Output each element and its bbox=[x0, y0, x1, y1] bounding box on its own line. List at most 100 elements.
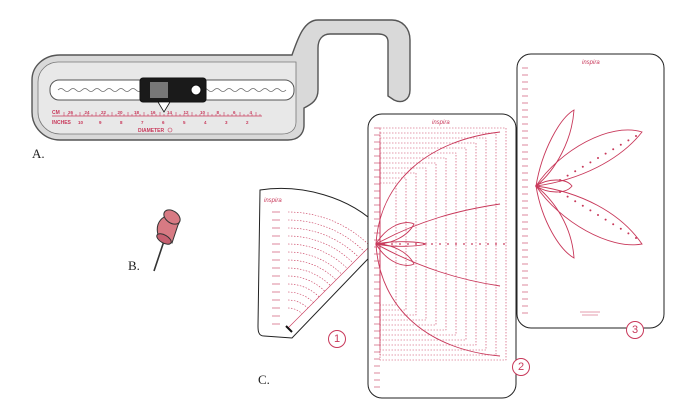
scale-dot bbox=[597, 214, 599, 216]
label-b: B. bbox=[128, 258, 140, 273]
scale-dot bbox=[399, 243, 401, 245]
label-a: A. bbox=[32, 146, 45, 161]
label-c: C. bbox=[258, 372, 270, 387]
scale-dot bbox=[574, 170, 577, 173]
template-3-rect: inspira bbox=[516, 53, 665, 329]
template-2-petal-arcs bbox=[375, 131, 501, 357]
scale-dot bbox=[604, 218, 607, 221]
scale-dot bbox=[503, 243, 505, 245]
scale-dot bbox=[471, 243, 473, 245]
scale-dot bbox=[423, 243, 425, 245]
template-3-petals bbox=[535, 109, 643, 259]
inch-tick-label: 2 bbox=[246, 120, 249, 125]
inch-tick-label: 5 bbox=[183, 120, 186, 125]
template-1-arc bbox=[287, 267, 331, 286]
cm-tick-label: 6 bbox=[233, 110, 236, 115]
push-pin-icon bbox=[153, 209, 181, 272]
scale-dot bbox=[566, 195, 569, 198]
scale-dot bbox=[487, 243, 489, 245]
scale-dot bbox=[559, 191, 561, 193]
template-1-arc bbox=[287, 211, 371, 247]
scale-dot bbox=[627, 139, 630, 142]
inch-tick-label: 3 bbox=[225, 120, 228, 125]
template-2-rect: inspira bbox=[367, 113, 517, 399]
pin-head bbox=[163, 209, 181, 225]
scale-dot bbox=[447, 243, 449, 245]
cutter-slider-window bbox=[150, 82, 168, 98]
scale-dot bbox=[559, 179, 561, 181]
cm-tick-label: 26 bbox=[68, 110, 74, 115]
template-1-arc bbox=[287, 243, 348, 269]
scale-dot bbox=[495, 243, 497, 245]
scale-dot bbox=[581, 204, 584, 207]
inches-label: INCHES bbox=[52, 120, 72, 126]
cm-label: CM bbox=[52, 110, 60, 116]
template-1-badge: 1 bbox=[328, 330, 346, 348]
template-1-arc bbox=[287, 299, 309, 309]
template-1-arc bbox=[287, 227, 359, 258]
template-2-brand: inspira bbox=[432, 120, 450, 126]
template-2-center-scale bbox=[383, 243, 505, 245]
scale-dot bbox=[383, 243, 385, 245]
scale-dot bbox=[597, 157, 599, 159]
template-1-brand: inspira bbox=[264, 198, 282, 204]
template-1-arc bbox=[287, 235, 354, 264]
scale-dot bbox=[479, 243, 481, 245]
pin-needle bbox=[153, 240, 165, 272]
inch-tick-label: 7 bbox=[141, 120, 144, 125]
template-3-outline bbox=[516, 53, 665, 329]
cm-tick-label: 22 bbox=[101, 110, 107, 115]
template-1-arcs bbox=[287, 211, 371, 315]
scale-dot bbox=[431, 243, 433, 245]
cm-tick-label: 14 bbox=[167, 110, 173, 115]
scale-dot bbox=[589, 161, 592, 164]
scale-dot bbox=[635, 237, 637, 239]
template-2-badge: 2 bbox=[512, 358, 530, 376]
cutter-pointer bbox=[157, 101, 171, 113]
inch-tick-label: 8 bbox=[120, 120, 123, 125]
pin-collar bbox=[156, 233, 172, 245]
scale-dot bbox=[415, 243, 417, 245]
scale-dot bbox=[439, 243, 441, 245]
scale-dot bbox=[627, 232, 630, 235]
inch-tick-label: 10 bbox=[78, 120, 84, 125]
template-3-dots bbox=[559, 135, 637, 239]
template-1-arc bbox=[287, 259, 337, 281]
scale-dot bbox=[463, 243, 465, 245]
scale-dot bbox=[604, 152, 607, 155]
template-3-brand: inspira bbox=[582, 60, 600, 66]
template-1-cut-line bbox=[285, 325, 293, 333]
inch-tick-label: 6 bbox=[162, 120, 165, 125]
template-2-flower bbox=[375, 222, 428, 266]
cm-tick-label: 4 bbox=[250, 110, 253, 115]
cm-tick-label: 18 bbox=[134, 110, 140, 115]
scale-dot bbox=[581, 165, 584, 168]
scale-dot bbox=[635, 135, 637, 137]
cm-tick-label: 16 bbox=[151, 110, 157, 115]
cutter-scale-ticks bbox=[63, 112, 261, 116]
template-1-arc bbox=[287, 219, 365, 252]
diameter-symbol-icon bbox=[167, 127, 173, 133]
template-1-radial-line bbox=[287, 239, 377, 329]
template-1-left-scale bbox=[272, 211, 280, 325]
scale-dot bbox=[566, 174, 569, 177]
template-3-badge: 3 bbox=[626, 321, 644, 339]
scale-dot bbox=[589, 209, 592, 212]
template-3-footer bbox=[580, 311, 600, 316]
scale-dot bbox=[574, 200, 577, 203]
scale-dot bbox=[612, 223, 615, 226]
template-3-left-scale bbox=[522, 67, 528, 314]
scale-dot bbox=[407, 243, 409, 245]
template-2-left-scale bbox=[374, 127, 380, 388]
cm-tick-label: 12 bbox=[184, 110, 190, 115]
scale-dot bbox=[619, 227, 622, 230]
cm-tick-label: 20 bbox=[118, 110, 124, 115]
cutter-slider-knob[interactable] bbox=[190, 84, 202, 96]
inch-tick-label: 4 bbox=[204, 120, 207, 125]
scale-dot bbox=[619, 143, 622, 146]
scale-dot bbox=[612, 148, 615, 151]
